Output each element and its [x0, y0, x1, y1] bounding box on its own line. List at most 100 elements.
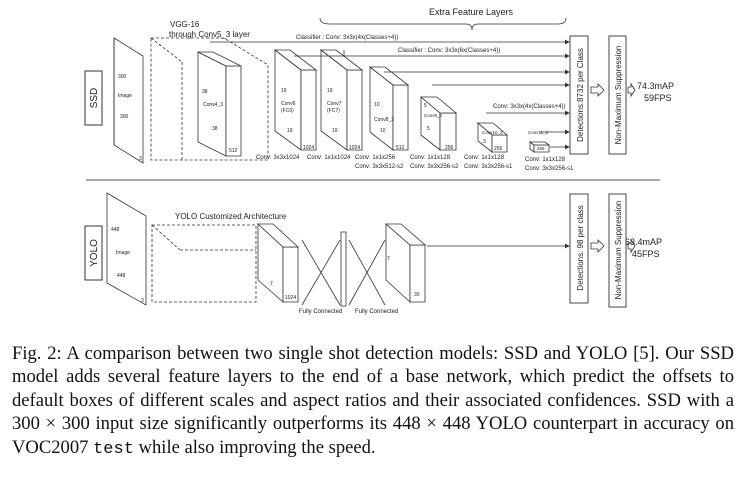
- caption-text-end: while also improving the speed.: [133, 436, 376, 458]
- yolo-block-1: 7 1024: [256, 223, 300, 303]
- ssd-conv10-2-block: Conv10_2 3 256: [476, 122, 509, 153]
- ssd-extra-label: Extra Feature Layers: [429, 7, 514, 17]
- ssd-detections-box: [569, 35, 589, 155]
- yolo-model-label: YOLO: [89, 239, 100, 267]
- ssd-result-2: 59FPS: [644, 93, 672, 103]
- ssd-conv7-block: 19 Conv7 (FC7) 19 1024: [319, 49, 364, 151]
- ssd-conv-label-7: Conv: 3x3x512-s2: [355, 164, 404, 170]
- yolo-block-2: 7 30: [384, 223, 427, 303]
- ssd-conv6-block: 19 Conv6 (FC6) 19 1024: [273, 49, 318, 151]
- ssd-classifier-1: Classifier : Conv: 3x3x(4x(Classes+4)): [296, 35, 398, 41]
- yolo-detections-box: [569, 193, 589, 304]
- yolo-fc-1: Fully Connected: [299, 309, 342, 315]
- ssd-conv10-ch: 256: [494, 146, 503, 152]
- yolo-arch-label: YOLO Customized Architecture: [175, 212, 287, 221]
- ssd-model-label: SSD: [89, 88, 100, 109]
- ssd-conv-label-3: Conv: 1x1x256: [355, 155, 396, 161]
- ssd-result-1: 74.3mAP: [637, 81, 674, 91]
- ssd-nms: Non-Maximum Suppression: [614, 46, 623, 145]
- ssd-conv8-dim-bottom: 10: [380, 128, 386, 134]
- yolo-model-label-box: [84, 225, 103, 281]
- figure-caption: Fig. 2: A comparison between two single …: [12, 342, 734, 461]
- ssd-section: SSD 300 Image 300 3 VGG-16 through Conv5…: [84, 7, 674, 172]
- yolo-block1-dim: 7: [270, 281, 273, 287]
- yolo-detections: Detections: 98 per class: [576, 205, 585, 290]
- ssd-conv4-ch: 512: [229, 148, 238, 154]
- ssd-conv11-name: Conv11_2: [528, 130, 549, 135]
- ssd-conv9-dim: 5: [424, 103, 427, 109]
- ssd-base-label-1: VGG-16: [170, 20, 200, 29]
- yolo-nms: Non-Maximum Suppression: [614, 201, 623, 300]
- yolo-block2-ch: 30: [414, 292, 420, 298]
- yolo-result-arrow: [627, 238, 636, 254]
- ssd-conv-label-10: Conv: 3x3x256-s1: [525, 166, 574, 172]
- ssd-conv8-ch: 512: [396, 145, 405, 151]
- ssd-conv11-2-block: Conv11_2 256: [528, 130, 551, 153]
- ssd-conv-label-1: Conv: 3x3x1024: [256, 155, 300, 161]
- ssd-classifier-2: Classifier : Conv: 3x3x(6x(Classes+4)): [398, 48, 500, 54]
- ssd-input-image: 300 Image 300 3: [113, 37, 144, 164]
- ssd-conv8-name: Conv8_2: [374, 117, 394, 123]
- yolo-input-text: Image: [116, 250, 130, 256]
- ssd-conv6-sub: (FC6): [281, 108, 294, 114]
- yolo-nms-box: [608, 193, 627, 308]
- ssd-conv11-ch: 256: [537, 146, 545, 151]
- ssd-conv-label-6: Conv: 1x1x128: [525, 157, 566, 163]
- ssd-classifier-3: Conv: 3x3x(4x(Classes+4)): [493, 104, 566, 110]
- ssd-input-depth: 3: [139, 156, 142, 162]
- ssd-conv7-ch: 1024: [349, 145, 360, 151]
- ssd-input-size: 300: [118, 74, 127, 80]
- ssd-conv9-dim-bottom: 5: [427, 126, 430, 132]
- ssd-conv7-dim-bottom: 19: [332, 128, 338, 134]
- ssd-extra-bracket: [319, 17, 567, 31]
- ssd-vgg-base-box: [150, 37, 269, 161]
- yolo-input-depth: 3: [141, 298, 144, 304]
- yolo-input-image: 448 Image 448 3: [106, 192, 147, 306]
- ssd-conv7-dim: 19: [327, 88, 333, 94]
- ssd-conv6-dim: 19: [281, 88, 287, 94]
- ssd-base-label-2: through Conv5_3 layer: [169, 30, 250, 39]
- ssd-conv9-ch: 256: [445, 145, 454, 151]
- ssd-conv8-dim: 10: [374, 102, 380, 108]
- yolo-block1-ch: 1024: [285, 295, 296, 301]
- ssd-conv7-sub: (FC7): [327, 108, 340, 114]
- ssd-input-text: Image: [118, 93, 132, 99]
- ssd-conv10-name: Conv10_2: [482, 130, 503, 135]
- yolo-input-size: 448: [111, 227, 120, 233]
- ssd-input-size-bottom: 300: [120, 114, 129, 120]
- caption-code: test: [93, 439, 134, 459]
- ssd-conv-label-9: Conv: 3x3x256-s1: [464, 164, 513, 170]
- ssd-detections: Detections:8732 per Class: [576, 48, 585, 142]
- ssd-nms-arrow: [590, 83, 605, 97]
- ssd-conv-label-8: Conv: 3x3x256-s2: [410, 164, 459, 170]
- ssd-conv10-dim: 3: [483, 139, 486, 145]
- ssd-conv6-name: Conv6: [281, 101, 296, 107]
- yolo-nms-arrow: [590, 239, 605, 253]
- yolo-fc-2: Fully Connected: [355, 309, 398, 315]
- caption-text: Fig. 2: A comparison between two single …: [12, 343, 734, 458]
- ssd-conv9-name: Conv9_2: [424, 113, 443, 118]
- yolo-block2-dim: 7: [387, 256, 390, 262]
- ssd-conv9-2-block: 5 Conv9_2 5 256: [419, 96, 458, 151]
- ssd-conv4-dim-bottom: 38: [212, 126, 218, 132]
- yolo-result-2: 45FPS: [632, 249, 660, 259]
- ssd-result-arrow: [627, 82, 636, 98]
- ssd-conv4-name: Conv4_3: [203, 102, 223, 108]
- ssd-nms-box: [608, 35, 627, 155]
- ssd-conv-label-5: Conv: 1x1x128: [464, 155, 505, 161]
- yolo-section: YOLO 448 Image 448 3 YOLO Customized Arc…: [84, 192, 662, 315]
- ssd-conv-label-4: Conv: 1x1x128: [410, 155, 451, 161]
- ssd-conv7-name: Conv7: [327, 101, 342, 107]
- ssd-model-label-box: [84, 70, 103, 126]
- yolo-arch-box: [151, 224, 257, 303]
- ssd-conv4-dim: 38: [202, 89, 208, 95]
- ssd-yolo-architecture-diagram: SSD 300 Image 300 3 VGG-16 through Conv5…: [84, 7, 674, 315]
- yolo-fully-connected: [301, 231, 386, 307]
- yolo-result-1: 63.4mAP: [625, 237, 662, 247]
- ssd-conv8-2-block: 10 Conv8_2 10 512: [368, 66, 410, 151]
- ssd-conv6-ch: 1024: [303, 145, 314, 151]
- yolo-input-size-bottom: 448: [117, 273, 126, 279]
- ssd-conv4-3-block: 38 Conv4_3 38 512: [197, 51, 242, 157]
- ssd-conv-label-2: Conv: 1x1x1024: [307, 155, 351, 161]
- ssd-conv6-dim-bottom: 19: [287, 128, 293, 134]
